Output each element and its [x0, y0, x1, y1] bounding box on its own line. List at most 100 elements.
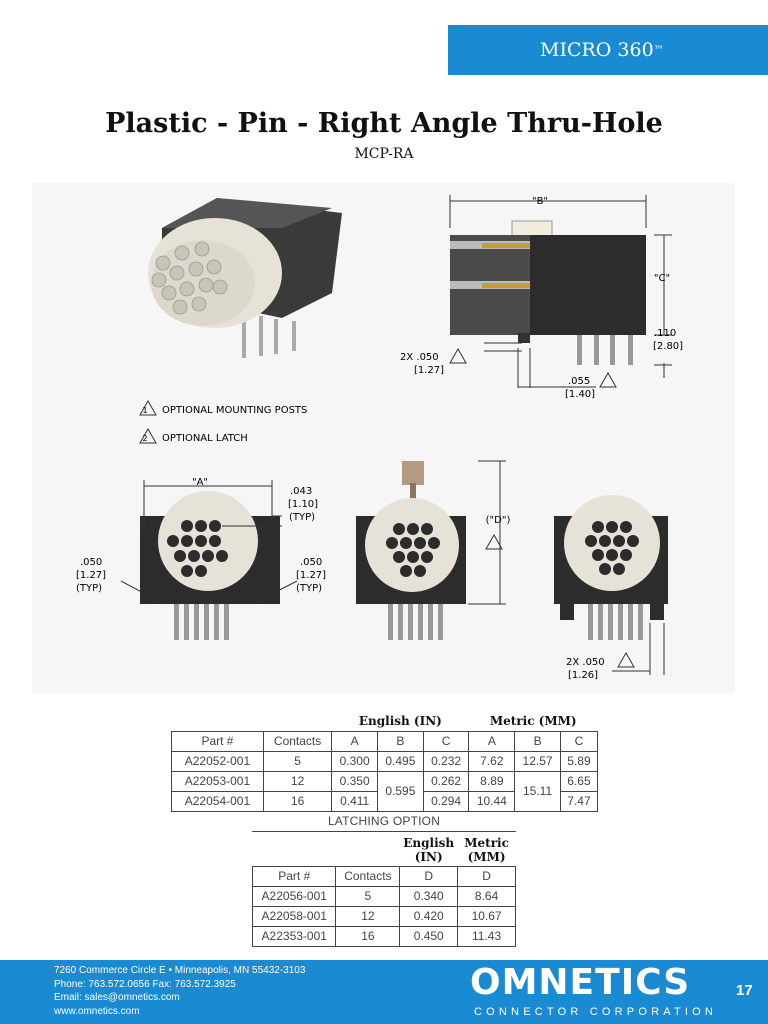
- front-view-standard: "A" .043 [1.10] (TYP) .050 [1.27] (TYP) …: [76, 477, 326, 640]
- column-header: Contacts: [262, 730, 333, 752]
- c-mm-cell: 5.89: [559, 750, 599, 772]
- left-spacing-mm-label: [1.27]: [76, 570, 106, 581]
- address-line: 7260 Commerce Circle E • Minneapolis, MN…: [54, 965, 306, 976]
- column-header: C: [559, 730, 599, 752]
- table-row: A22056-001 5 0.340 8.64: [251, 885, 516, 907]
- dimension-d-label: ("D"): [486, 515, 511, 526]
- company-tagline: CONNECTOR CORPORATION: [474, 1006, 718, 1018]
- table-group-header: English (IN) Metric (MM): [172, 711, 598, 731]
- drawing-notes: 1 OPTIONAL MOUNTING POSTS 2 OPTIONAL LAT…: [139, 399, 307, 444]
- right-spacing-mm-label: [1.27]: [296, 570, 326, 581]
- company-logo: OMNETICS: [470, 962, 691, 1003]
- technical-drawing: "B" "C" .110 [2.80] 2X .050 [1.27] .055 …: [76, 195, 683, 681]
- latch-metric-label: Metric: [464, 835, 509, 850]
- table-row: A22054-001 16 0.411 0.294 10.44 7.47: [171, 790, 599, 812]
- a-mm-cell: 8.89: [468, 770, 516, 792]
- column-header: Part #: [171, 730, 264, 752]
- page-title: Plastic - Pin - Right Angle Thru-Hole: [105, 108, 663, 139]
- dimension-b-label: "B": [532, 196, 548, 207]
- gap-in-label: .055: [568, 376, 590, 387]
- latching-option-table: English(IN) Metric(MM) Part # Contacts D…: [251, 834, 516, 947]
- left-spacing-typ-label: (TYP): [76, 583, 102, 594]
- website-link[interactable]: www.omnetics.com: [54, 1005, 140, 1017]
- column-header: D: [399, 865, 459, 887]
- d-in-cell: 0.450: [399, 925, 459, 947]
- a-in-cell: 0.411: [331, 790, 378, 812]
- c-in-cell: 0.262: [422, 770, 470, 792]
- dimension-c-label: "C": [654, 273, 670, 284]
- column-header: D: [457, 865, 516, 887]
- a-mm-cell: 10.44: [468, 790, 516, 812]
- post-spacing-in-label: 2X .050: [566, 657, 605, 668]
- note-1-marker: 1: [142, 406, 147, 415]
- trademark-mark: ™: [653, 44, 664, 56]
- technical-drawing-panel: "B" "C" .110 [2.80] 2X .050 [1.27] .055 …: [32, 183, 735, 693]
- pitch-mm-label: [1.10]: [288, 499, 318, 510]
- contact-block: 7260 Commerce Circle E • Minneapolis, MN…: [54, 964, 305, 1018]
- offset-mm-label: [2.80]: [653, 341, 683, 352]
- part-number-cell: A22353-001: [251, 925, 337, 947]
- table-row: A22353-001 16 0.450 11.43: [251, 925, 516, 947]
- pitch-typ-label: (TYP): [289, 512, 315, 523]
- column-header: Part #: [251, 865, 337, 887]
- c-in-cell: 0.294: [422, 790, 470, 812]
- b-mm-cell: 12.57: [514, 750, 561, 772]
- latching-option-title: LATCHING OPTION: [327, 814, 441, 828]
- table-header-row: Part # Contacts D D: [251, 865, 516, 887]
- note-2-text: OPTIONAL LATCH: [162, 433, 248, 444]
- part-number-cell: A22054-001: [171, 790, 264, 812]
- column-header: B: [514, 730, 561, 752]
- note-1-post-warning-icon: [617, 651, 635, 668]
- column-header: C: [422, 730, 470, 752]
- note-2-latch-warning-icon: [485, 533, 503, 550]
- note-2-marker: 2: [142, 434, 147, 443]
- part-number-cell: A22056-001: [251, 885, 337, 907]
- part-number-cell: A22053-001: [171, 770, 264, 792]
- front-view-latch: ("D"): [356, 460, 511, 640]
- email-link[interactable]: Email: sales@omnetics.com: [54, 992, 180, 1003]
- connector-3d-render: [148, 198, 342, 358]
- table-row: A22052-001 5 0.300 0.495 0.232 7.62 12.5…: [171, 750, 599, 772]
- phone-line: Phone: 763.572.0656 Fax: 763.572.3925: [54, 978, 236, 990]
- latch-english-header: English(IN): [400, 834, 458, 866]
- latch-metric-header: Metric(MM): [458, 834, 516, 866]
- note-1-triangle-icon: [139, 399, 157, 416]
- right-spacing-in-label: .050: [300, 557, 322, 568]
- gap-mm-label: [1.40]: [565, 389, 595, 400]
- b-in-cell: 0.495: [377, 750, 424, 772]
- column-header: B: [377, 730, 424, 752]
- table-header-row: Part # Contacts A B C A B C: [171, 730, 599, 752]
- table-row: A22058-001 12 0.420 10.67: [251, 905, 516, 927]
- note-1-gap-warning-icon: [599, 371, 617, 388]
- b-mm-cell: 15.11: [514, 770, 561, 812]
- dimension-a-label: "A": [192, 477, 208, 488]
- c-mm-cell: 6.65: [559, 770, 599, 792]
- a-mm-cell: 7.62: [468, 750, 516, 772]
- latch-english-unit: (IN): [414, 849, 443, 864]
- part-number-cell: A22052-001: [171, 750, 264, 772]
- latching-divider: [252, 831, 516, 832]
- contacts-cell: 16: [262, 790, 333, 812]
- d-in-cell: 0.420: [399, 905, 459, 927]
- post-spacing-mm-label: [1.26]: [568, 670, 598, 681]
- contacts-cell: 5: [262, 750, 333, 772]
- table-row: A22053-001 12 0.350 0.595 0.262 8.89 15.…: [171, 770, 599, 812]
- c-in-cell: 0.232: [422, 750, 470, 772]
- b-in-cell: 0.595: [377, 770, 424, 812]
- side-section-view: "B" "C" .110 [2.80] 2X .050 [1.27] .055 …: [400, 195, 683, 400]
- column-header: A: [468, 730, 516, 752]
- note-1-warning-icon: [449, 347, 467, 364]
- mounting-post-in-label: 2X .050: [400, 352, 439, 363]
- mounting-post-mm-label: [1.27]: [414, 365, 444, 376]
- latching-group-header: English(IN) Metric(MM): [253, 834, 516, 866]
- note-2-triangle-icon: [139, 427, 157, 444]
- d-in-cell: 0.340: [399, 885, 459, 907]
- left-spacing-in-label: .050: [80, 557, 102, 568]
- contacts-cell: 12: [262, 770, 333, 792]
- front-view-mounting-posts: 2X .050 [1.26]: [554, 495, 668, 681]
- page-footer: 7260 Commerce Circle E • Minneapolis, MN…: [0, 960, 768, 1024]
- product-line-name: MICRO 360: [540, 39, 654, 61]
- page-subtitle: MCP-RA: [354, 146, 414, 162]
- c-mm-cell: 7.47: [559, 790, 599, 812]
